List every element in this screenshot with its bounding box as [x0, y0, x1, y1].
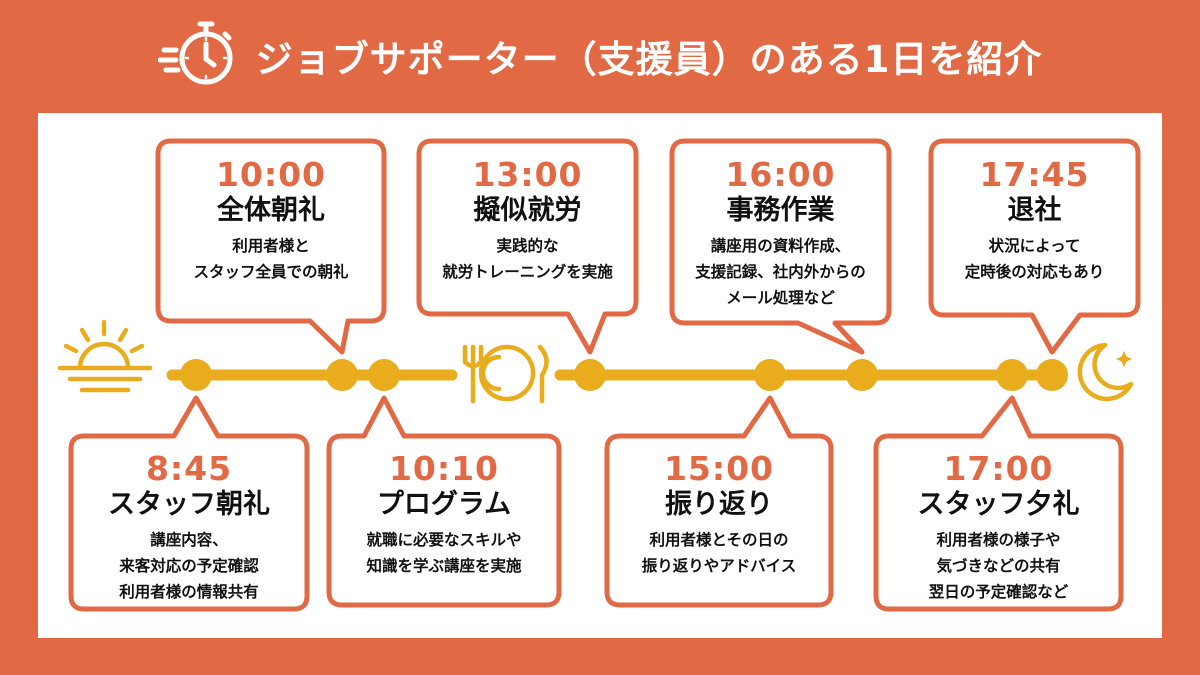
event-card-1010: 10:10 プログラム 就職に必要なスキルや 知識を学ぶ講座を実施: [331, 451, 557, 579]
header: ジョブサポーター（支援員）のある1日を紹介: [0, 0, 1200, 112]
event-desc: 利用者様と スタッフ全員での朝礼: [193, 237, 349, 281]
event-card-0845: 8:45 スタッフ朝礼 講座内容、 来客対応の予定確認 利用者様の情報共有: [73, 451, 305, 605]
event-title: プログラム: [376, 489, 512, 520]
event-card-1745: 17:45 退社 状況によって 定時後の対応もあり: [933, 157, 1136, 285]
event-time: 15:00: [663, 449, 775, 488]
page-title: ジョブサポーター（支援員）のある1日を紹介: [255, 38, 1043, 81]
event-desc: 実践的な 就労トレーニングを実施: [442, 237, 613, 281]
event-desc: 講座用の資料作成、 支援記録、社内外からの メール処理など: [695, 237, 866, 307]
event-title: 振り返り: [665, 489, 773, 520]
event-title: 事務作業: [726, 195, 835, 226]
event-time: 13:00: [472, 155, 583, 194]
event-title: 退社: [1007, 195, 1062, 226]
event-title: 全体朝礼: [217, 195, 325, 226]
event-card-1300: 13:00 擬似就労 実践的な 就労トレーニングを実施: [421, 157, 634, 285]
event-card-1700: 17:00 スタッフ夕礼 利用者様の様子や 気づきなどの共有 翌日の予定確認など: [878, 451, 1119, 605]
event-desc: 講座内容、 来客対応の予定確認 利用者様の情報共有: [119, 531, 259, 601]
event-time: 10:00: [215, 155, 327, 194]
event-desc: 状況によって 定時後の対応もあり: [964, 237, 1105, 281]
event-card-1600: 16:00 事務作業 講座用の資料作成、 支援記録、社内外からの メール処理など: [674, 157, 887, 311]
event-time: 17:45: [979, 155, 1090, 194]
event-time: 10:10: [388, 449, 500, 488]
event-time: 17:00: [943, 449, 1054, 488]
event-title: スタッフ朝礼: [108, 489, 270, 520]
event-desc: 利用者様とその日の 振り返りやアドバイス: [641, 531, 797, 575]
event-card-1000: 10:00 全体朝礼 利用者様と スタッフ全員での朝礼: [160, 157, 382, 285]
event-time: 16:00: [725, 155, 836, 194]
event-card-1500: 15:00 振り返り 利用者様とその日の 振り返りやアドバイス: [609, 451, 829, 579]
event-desc: 利用者様の様子や 気づきなどの共有 翌日の予定確認など: [928, 531, 1069, 601]
stopwatch-icon: [157, 21, 233, 85]
event-title: 擬似就労: [473, 195, 582, 226]
event-desc: 就職に必要なスキルや 知識を学ぶ講座を実施: [366, 531, 522, 575]
event-title: スタッフ夕礼: [917, 489, 1080, 520]
event-time: 8:45: [145, 449, 233, 488]
